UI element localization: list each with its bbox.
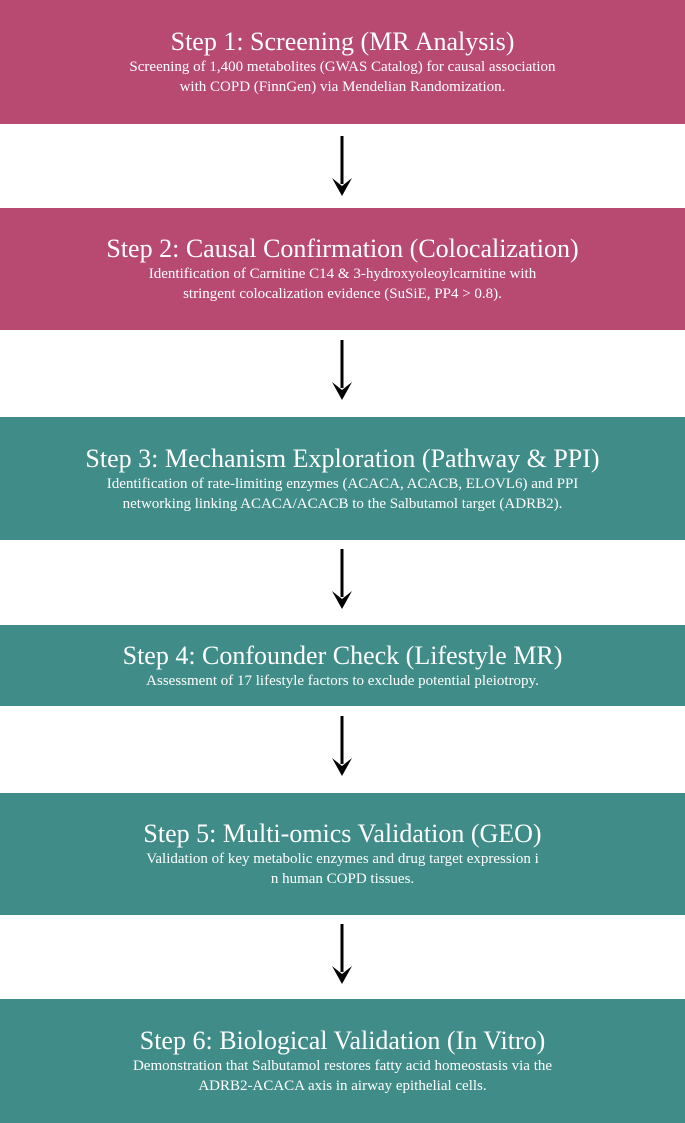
step-1-desc-line: with COPD (FinnGen) via Mendelian Random… <box>179 79 506 95</box>
step-5-title: Step 5: Multi-omics Validation (GEO) <box>143 819 542 848</box>
step-1-description: Screening of 1,400 metabolites (GWAS Cat… <box>129 57 555 97</box>
arrow-down-icon <box>332 136 352 196</box>
step-4-box: Step 4: Confounder Check (Lifestyle MR) … <box>0 625 685 706</box>
arrow-down-icon <box>332 924 352 984</box>
step-6-desc-line: ADRB2-ACACA axis in airway epithelial ce… <box>198 1078 487 1094</box>
step-5-box: Step 5: Multi-omics Validation (GEO) Val… <box>0 793 685 915</box>
step-5-description: Validation of key metabolic enzymes and … <box>146 849 539 889</box>
step-4-title: Step 4: Confounder Check (Lifestyle MR) <box>122 640 563 670</box>
step-2-description: Identification of Carnitine C14 & 3-hydr… <box>149 264 536 304</box>
step-1-title: Step 1: Screening (MR Analysis) <box>170 27 515 56</box>
arrow-down-icon <box>332 716 352 776</box>
step-6-box: Step 6: Biological Validation (In Vitro)… <box>0 999 685 1123</box>
arrow-down-icon <box>332 340 352 400</box>
step-2-desc-line: stringent colocalization evidence (SuSiE… <box>183 286 502 302</box>
step-6-description: Demonstration that Salbutamol restores f… <box>133 1056 552 1096</box>
step-2-title: Step 2: Causal Confirmation (Colocalizat… <box>106 234 579 263</box>
step-3-box: Step 3: Mechanism Exploration (Pathway &… <box>0 417 685 540</box>
step-4-desc-line: Assessment of 17 lifestyle factors to ex… <box>146 672 539 689</box>
step-3-desc-line: Identification of rate-limiting enzymes … <box>106 475 579 492</box>
step-5-desc-line: n human COPD tissues. <box>270 871 415 887</box>
step-5-desc-line: Validation of key metabolic enzymes and … <box>146 851 539 867</box>
step-2-desc-line: Identification of Carnitine C14 & 3-hydr… <box>148 266 537 282</box>
step-1-box: Step 1: Screening (MR Analysis) Screenin… <box>0 0 685 124</box>
step-6-desc-line: Demonstration that Salbutamol restores f… <box>132 1058 553 1074</box>
step-3-description: Identification of rate-limiting enzymes … <box>107 474 579 514</box>
step-6-title: Step 6: Biological Validation (In Vitro) <box>139 1026 546 1055</box>
step-2-box: Step 2: Causal Confirmation (Colocalizat… <box>0 208 685 330</box>
arrow-down-icon <box>332 549 352 609</box>
step-1-desc-line: Screening of 1,400 metabolites (GWAS Cat… <box>129 59 556 75</box>
step-4-description: Assessment of 17 lifestyle factors to ex… <box>146 671 539 691</box>
step-3-desc-line: networking linking ACACA/ACACB to the Sa… <box>122 495 563 512</box>
step-3-title: Step 3: Mechanism Exploration (Pathway &… <box>85 443 600 473</box>
